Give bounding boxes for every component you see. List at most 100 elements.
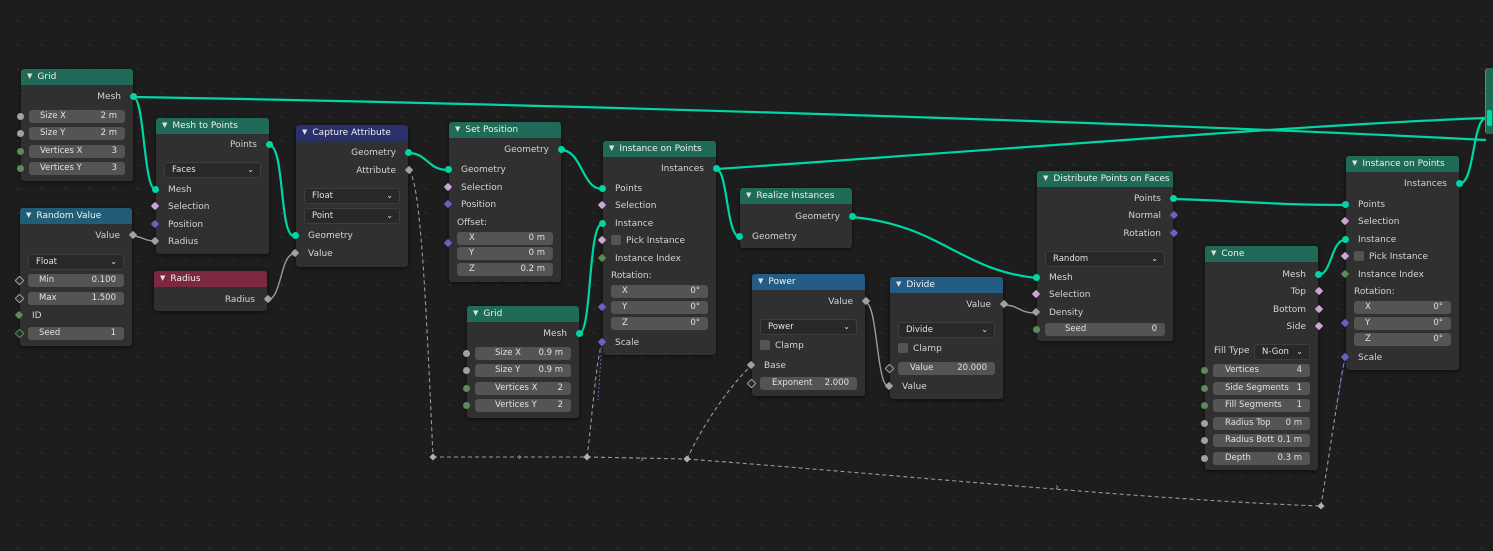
chevron-down-icon[interactable]: ▼ xyxy=(27,72,33,80)
node-header[interactable]: ▼Cone xyxy=(1205,246,1318,262)
output-rotation-socket[interactable] xyxy=(1169,228,1179,238)
node-header[interactable]: ▼Radius xyxy=(154,271,267,287)
instance-socket[interactable] xyxy=(599,220,606,227)
vertices-x-socket[interactable] xyxy=(17,148,24,155)
output-points-socket[interactable] xyxy=(266,141,273,148)
selection-socket[interactable] xyxy=(1031,289,1041,299)
exponent-socket[interactable] xyxy=(746,378,757,389)
selection-socket[interactable] xyxy=(150,201,160,211)
side-segments-socket[interactable] xyxy=(1201,385,1208,392)
output-bottom-socket[interactable] xyxy=(1314,304,1324,314)
operation-dropdown[interactable]: Divide⌄ xyxy=(898,322,995,338)
geometry-socket[interactable] xyxy=(445,166,452,173)
chevron-down-icon[interactable]: ▼ xyxy=(162,121,168,129)
size-y-socket[interactable] xyxy=(17,130,24,137)
output-value-socket[interactable] xyxy=(128,230,138,240)
output-side-socket[interactable] xyxy=(1314,321,1324,331)
output-mesh-socket[interactable] xyxy=(130,93,137,100)
chevron-down-icon[interactable]: ▼ xyxy=(758,277,764,285)
size-y-socket[interactable] xyxy=(463,367,470,374)
node-header[interactable]: ▼Divide xyxy=(890,277,1003,293)
vertices-socket[interactable] xyxy=(1201,367,1208,374)
output-normal-socket[interactable] xyxy=(1169,210,1179,220)
vertices-y-socket[interactable] xyxy=(17,165,24,172)
chevron-down-icon[interactable]: ▼ xyxy=(896,280,902,288)
output-geometry-socket[interactable] xyxy=(558,146,565,153)
size-x-socket[interactable] xyxy=(463,350,470,357)
depth-socket[interactable] xyxy=(1201,455,1208,462)
node-header[interactable]: ▼Realize Instances xyxy=(740,188,852,204)
output-geometry-socket[interactable] xyxy=(405,149,412,156)
selection-socket[interactable] xyxy=(1340,216,1350,226)
value-socket[interactable] xyxy=(290,248,300,258)
output-mesh-socket[interactable] xyxy=(576,330,583,337)
output-mesh-socket[interactable] xyxy=(1315,271,1322,278)
points-socket[interactable] xyxy=(599,185,606,192)
mesh-to-points-node[interactable]: ▼Mesh to Points Points Faces⌄ Mesh Selec… xyxy=(150,118,273,254)
node-header[interactable]: ▼Power xyxy=(752,274,865,290)
rotation-socket[interactable] xyxy=(1340,318,1350,328)
position-socket[interactable] xyxy=(443,199,453,209)
vertices-x-socket[interactable] xyxy=(463,385,470,392)
chevron-down-icon[interactable]: ▼ xyxy=(746,191,752,199)
capture-attribute-node[interactable]: ▼Capture Attribute Geometry Attribute Fl… xyxy=(290,125,414,267)
pick-instance-socket[interactable] xyxy=(597,235,607,245)
output-instances-socket[interactable] xyxy=(713,165,720,172)
radius-node[interactable]: ▼Radius Radius xyxy=(154,271,273,311)
instance-index-socket[interactable] xyxy=(597,253,607,263)
group-output-node-edge[interactable] xyxy=(1485,68,1493,134)
radius-bottom-socket[interactable] xyxy=(1201,437,1208,444)
output-instances-socket[interactable] xyxy=(1456,180,1463,187)
output-radius-socket[interactable] xyxy=(263,294,273,304)
distribute-method-dropdown[interactable]: Random⌄ xyxy=(1045,251,1165,267)
data-type-dropdown[interactable]: Float⌄ xyxy=(304,188,400,204)
data-type-dropdown[interactable]: Float⌄ xyxy=(28,254,124,270)
distribute-points-on-faces-node[interactable]: ▼Distribute Points on Faces Points Norma… xyxy=(1031,171,1179,341)
set-position-node[interactable]: ▼Set Position Geometry Geometry Selectio… xyxy=(443,122,565,282)
node-header[interactable]: ▼Grid xyxy=(467,306,579,322)
mesh-socket[interactable] xyxy=(1033,274,1040,281)
value-a-socket[interactable] xyxy=(884,363,895,374)
chevron-down-icon[interactable]: ▼ xyxy=(1043,174,1049,182)
output-attribute-socket[interactable] xyxy=(404,165,414,175)
node-header[interactable]: ▼Random Value xyxy=(20,208,132,224)
pick-instance-checkbox[interactable] xyxy=(1354,251,1364,261)
mode-dropdown[interactable]: Faces⌄ xyxy=(164,162,261,178)
instance-on-points-node-2[interactable]: ▼Instance on Points Instances Points Sel… xyxy=(1340,156,1463,370)
output-top-socket[interactable] xyxy=(1314,286,1324,296)
chevron-down-icon[interactable]: ▼ xyxy=(609,144,615,152)
chevron-down-icon[interactable]: ▼ xyxy=(473,309,479,317)
selection-socket[interactable] xyxy=(597,200,607,210)
domain-dropdown[interactable]: Point⌄ xyxy=(304,208,400,224)
output-value-socket[interactable] xyxy=(999,299,1009,309)
node-header[interactable]: ▼Instance on Points xyxy=(603,141,716,157)
fill-type-dropdown[interactable]: N-Gon⌄ xyxy=(1254,344,1310,360)
chevron-down-icon[interactable]: ▼ xyxy=(455,125,461,133)
instance-socket[interactable] xyxy=(1342,236,1349,243)
fill-segments-socket[interactable] xyxy=(1201,402,1208,409)
seed-socket[interactable] xyxy=(1033,326,1040,333)
selection-socket[interactable] xyxy=(443,182,453,192)
output-value-socket[interactable] xyxy=(861,296,871,306)
